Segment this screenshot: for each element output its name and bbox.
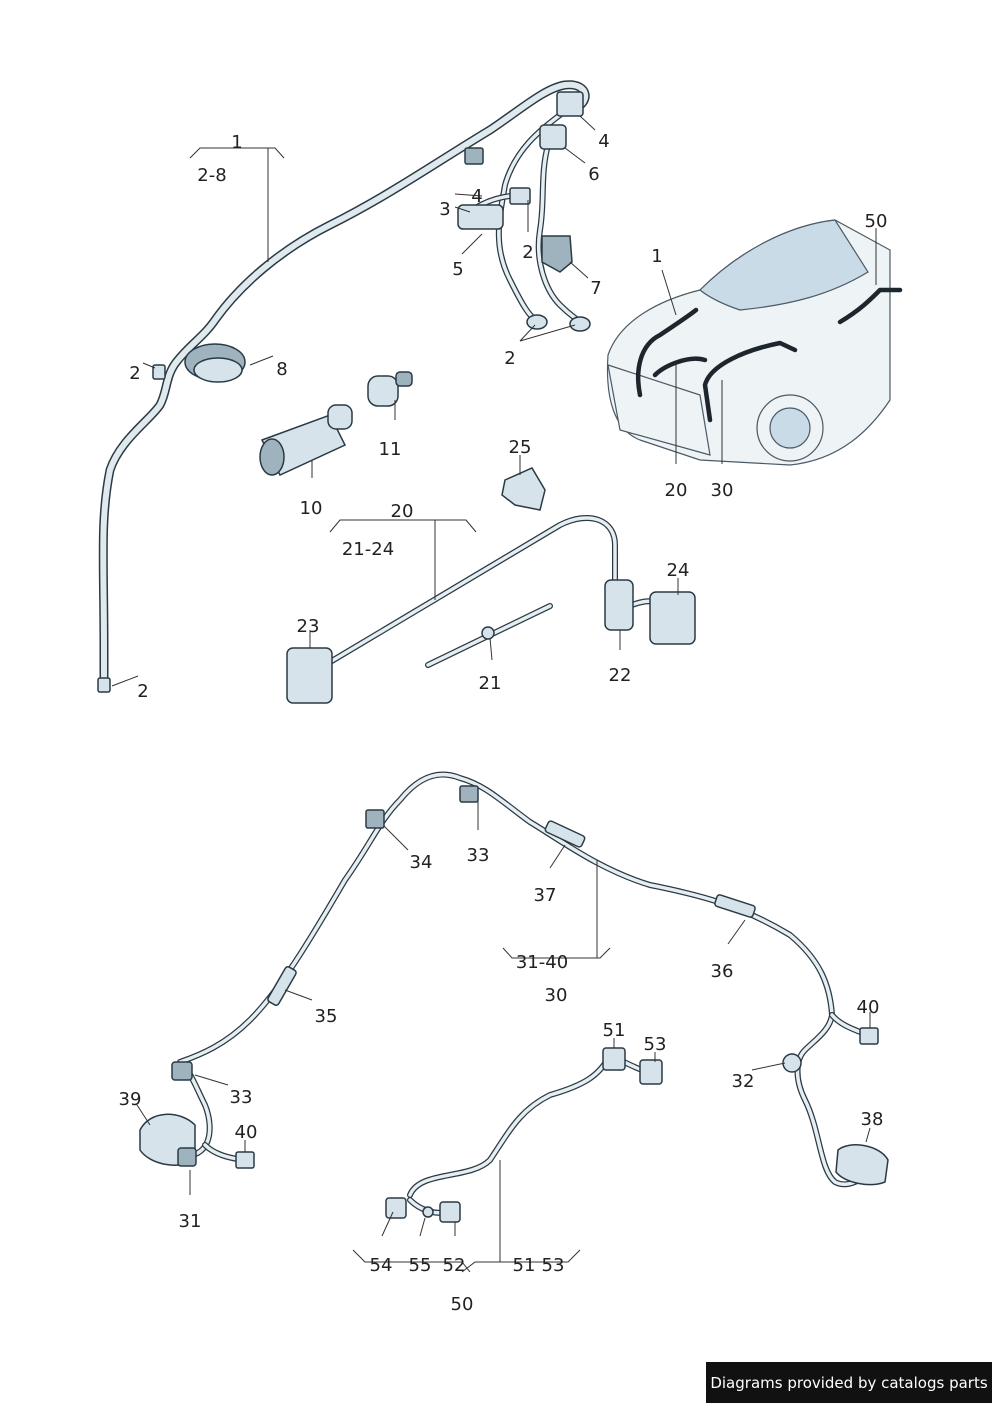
callout-51-bottom: 51 (513, 1255, 536, 1276)
callout-2-mid: 2 (522, 242, 533, 263)
connector-4-mid (509, 187, 531, 205)
callout-55: 55 (409, 1255, 432, 1276)
connector-2-left (152, 364, 166, 380)
callout-34: 34 (410, 852, 433, 873)
callout-37: 37 (534, 885, 557, 906)
callout-31: 31 (179, 1211, 202, 1232)
part-7 (541, 235, 573, 273)
leader-lines (111, 115, 877, 1273)
callout-8: 8 (276, 359, 287, 380)
clip-33-top (459, 785, 479, 803)
callout-10: 10 (300, 498, 323, 519)
clip-top (464, 147, 484, 165)
cable-tie-21 (481, 626, 495, 640)
sleeve-36 (714, 894, 756, 918)
nozzle-2-right (569, 316, 591, 332)
callout-2-8: 2-8 (197, 165, 226, 186)
callout-52: 52 (443, 1255, 466, 1276)
callout-car-50: 50 (865, 211, 888, 232)
connector-24 (649, 591, 696, 645)
callout-11: 11 (379, 439, 402, 460)
connector-4-top (556, 91, 584, 117)
clip-55 (422, 1206, 434, 1218)
callout-1: 1 (231, 132, 242, 153)
callout-51-top: 51 (603, 1020, 626, 1041)
callout-20: 20 (391, 501, 414, 522)
wire-assembly-30 (139, 771, 889, 1188)
end-fitting-2 (97, 677, 111, 693)
callout-32: 32 (732, 1071, 755, 1092)
sleeve-37 (544, 820, 586, 848)
callout-2-nozzles: 2 (504, 348, 515, 369)
callout-car-1: 1 (651, 246, 662, 267)
callout-2-end: 2 (137, 681, 148, 702)
callout-53-top: 53 (644, 1034, 667, 1055)
part-25 (501, 467, 546, 511)
callout-39: 39 (119, 1089, 142, 1110)
part-11 (367, 371, 413, 407)
connector-52 (439, 1201, 461, 1223)
connector-5 (457, 204, 504, 230)
callout-50: 50 (451, 1294, 474, 1315)
callout-21: 21 (479, 673, 502, 694)
grommet-32 (782, 1053, 802, 1073)
connector-51 (602, 1047, 626, 1071)
callout-53-bottom: 53 (542, 1255, 565, 1276)
callout-7: 7 (590, 278, 601, 299)
credit-banner: Diagrams provided by catalogs parts (706, 1362, 992, 1403)
callout-35: 35 (315, 1006, 338, 1027)
connector-40-left (235, 1151, 255, 1169)
wire-assembly-20 (286, 514, 696, 704)
callout-2-left: 2 (129, 363, 140, 384)
callout-6: 6 (588, 164, 599, 185)
callout-25: 25 (509, 437, 532, 458)
callout-labels: 1 2-8 4 6 4 3 2 5 7 2 2 8 11 10 25 20 21… (119, 131, 888, 1315)
connector-22 (604, 579, 634, 631)
part-10 (259, 404, 353, 476)
callout-36: 36 (711, 961, 734, 982)
connector-53 (639, 1059, 663, 1085)
clip-33-left (171, 1061, 193, 1081)
callout-40-left: 40 (235, 1122, 258, 1143)
clip-54 (385, 1197, 407, 1219)
callout-22: 22 (609, 665, 632, 686)
hose-assembly-1 (97, 80, 591, 693)
sleeve-35 (267, 966, 297, 1006)
callout-car-30: 30 (711, 480, 734, 501)
callout-30: 30 (545, 985, 568, 1006)
callout-4-top: 4 (598, 131, 609, 152)
callout-5: 5 (452, 259, 463, 280)
sensor-38 (835, 1144, 889, 1186)
callout-car-20: 20 (665, 480, 688, 501)
callout-4-mid: 4 (471, 186, 482, 207)
callout-23: 23 (297, 616, 320, 637)
callout-3: 3 (439, 199, 450, 220)
car-illustration (606, 219, 903, 466)
callout-40-right: 40 (857, 997, 880, 1018)
callout-54: 54 (370, 1255, 393, 1276)
valve-6 (539, 124, 567, 150)
callout-33-left: 33 (230, 1087, 253, 1108)
callout-38: 38 (861, 1109, 884, 1130)
clip-34 (365, 809, 385, 829)
wire-assembly-50 (385, 1047, 663, 1223)
callout-31-40: 31-40 (516, 952, 568, 973)
nozzle-2-left (526, 314, 548, 330)
callout-33-top: 33 (467, 845, 490, 866)
callout-21-24: 21-24 (342, 539, 394, 560)
callout-24: 24 (667, 560, 690, 581)
connector-40-right (859, 1027, 879, 1045)
connector-23 (286, 647, 333, 704)
holder-31 (177, 1147, 197, 1167)
